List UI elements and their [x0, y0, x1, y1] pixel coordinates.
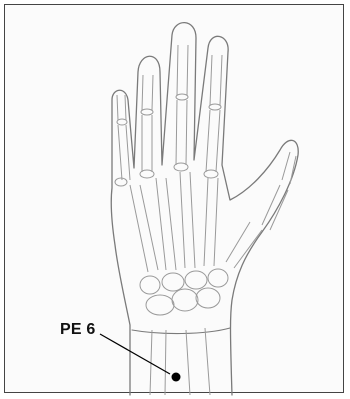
acupoint-marker	[172, 373, 181, 382]
hand-bones	[115, 45, 296, 395]
hand-outline	[111, 23, 298, 395]
point-label: PE 6	[60, 321, 96, 339]
leader-line	[100, 334, 170, 374]
